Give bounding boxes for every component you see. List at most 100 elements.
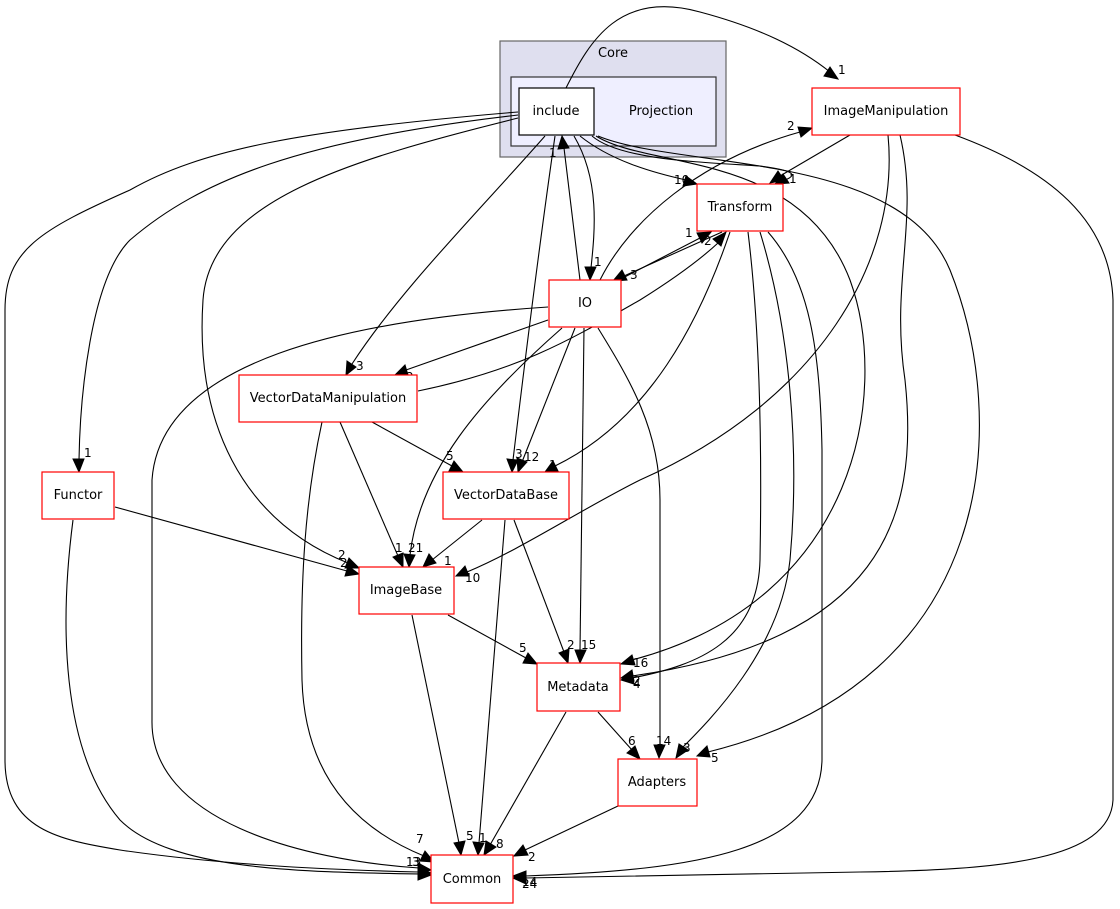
edge-label: 3 bbox=[412, 855, 420, 869]
edge-vectordatamanipulation-common bbox=[301, 421, 425, 857]
arrowhead bbox=[695, 745, 711, 758]
node-metadata[interactable]: Metadata bbox=[536, 662, 621, 712]
arrowhead bbox=[626, 745, 641, 760]
edge-include-transform bbox=[579, 135, 687, 181]
node-metadata-label[interactable]: Metadata bbox=[547, 680, 609, 695]
arrowhead bbox=[558, 648, 570, 665]
edge-imagebase-common bbox=[411, 614, 460, 844]
edge-label: 3 bbox=[630, 268, 638, 282]
node-io[interactable]: IO bbox=[548, 279, 622, 328]
edge-functor-imagebase bbox=[114, 506, 348, 572]
arrowhead bbox=[675, 743, 689, 760]
edge-imagemanipulation-common bbox=[524, 134, 1114, 879]
edge-label: 1 bbox=[479, 831, 487, 845]
edge-include-adapters bbox=[597, 135, 980, 753]
node-imagemanipulation[interactable]: ImageManipulation bbox=[811, 87, 961, 136]
arrowhead bbox=[768, 170, 785, 184]
edge-label: 16 bbox=[633, 656, 648, 670]
edge-label: 3 bbox=[683, 741, 691, 755]
arrowhead bbox=[653, 744, 666, 760]
edge-io-vectordatamanipulation bbox=[405, 319, 549, 371]
node-imagebase-label[interactable]: ImageBase bbox=[370, 583, 442, 598]
edge-label: 2 bbox=[338, 548, 346, 562]
edge-transform-common bbox=[524, 231, 823, 877]
arrowhead bbox=[344, 565, 361, 577]
edge-label: 14 bbox=[656, 734, 671, 748]
arrowhead bbox=[516, 457, 528, 474]
cluster-projection-label[interactable]: Projection bbox=[629, 104, 693, 119]
edge-io-include bbox=[563, 147, 581, 281]
edge-io-imagebase bbox=[409, 327, 563, 556]
edge-include-imagebase bbox=[201, 117, 519, 564]
node-vectordatabase-label[interactable]: VectorDataBase bbox=[454, 488, 558, 503]
edge-label: 5 bbox=[466, 829, 474, 843]
node-common-label[interactable]: Common bbox=[443, 872, 502, 887]
edge-label: 7 bbox=[416, 832, 424, 846]
edge-transform-io bbox=[623, 231, 723, 277]
edge-include-functor bbox=[78, 114, 519, 461]
arrowhead bbox=[619, 672, 635, 685]
edge-label: 4 bbox=[633, 677, 641, 691]
edge-include-transform-2 bbox=[591, 135, 793, 181]
edge-vectordatamanipulation-imagebase bbox=[339, 421, 399, 557]
edge-label: 10 bbox=[465, 571, 480, 585]
edge-label: 2 bbox=[787, 119, 795, 133]
node-adapters-label[interactable]: Adapters bbox=[628, 775, 687, 790]
arrowhead bbox=[682, 175, 699, 187]
edge-label: 5 bbox=[711, 751, 719, 765]
arrowhead bbox=[797, 126, 814, 138]
edge-vectordatabase-common bbox=[478, 519, 506, 844]
edge-include-common bbox=[4, 111, 519, 873]
arrowhead bbox=[422, 553, 437, 568]
node-common[interactable]: Common bbox=[430, 854, 514, 904]
nodes-layer: include ImageManipulation Transform IO V… bbox=[41, 87, 961, 904]
edges-layer: 1 10 1 1 1 3 1 3 2 1 bbox=[4, 6, 1114, 891]
edge-label: 2 bbox=[567, 638, 575, 652]
node-transform-label[interactable]: Transform bbox=[707, 200, 773, 215]
node-functor[interactable]: Functor bbox=[41, 471, 115, 520]
edge-label: 1 bbox=[395, 541, 403, 555]
edge-include-imagemanipulation bbox=[565, 6, 831, 89]
arrowhead bbox=[453, 840, 466, 857]
node-vectordatamanipulation-label[interactable]: VectorDataManipulation bbox=[250, 391, 406, 406]
edge-io-transform bbox=[614, 237, 701, 283]
edge-include-vectordatabase bbox=[512, 135, 556, 461]
cluster-core-label: Core bbox=[598, 46, 628, 61]
arrowhead bbox=[512, 844, 529, 857]
edge-label: 2 bbox=[528, 850, 536, 864]
edge-label: 2 bbox=[633, 674, 641, 688]
edge-label: 10 bbox=[674, 173, 689, 187]
edge-vectordatabase-imagebase bbox=[431, 519, 483, 561]
edge-label: 21 bbox=[408, 541, 423, 555]
node-adapters[interactable]: Adapters bbox=[617, 758, 698, 807]
node-include[interactable]: include bbox=[518, 87, 595, 136]
arrowhead bbox=[403, 553, 416, 569]
node-transform[interactable]: Transform bbox=[696, 183, 784, 232]
edge-io-vectordatabase bbox=[521, 327, 576, 463]
edge-include-vectordatamanipulation bbox=[351, 135, 546, 365]
edge-label: 3 bbox=[515, 447, 523, 461]
node-imagemanipulation-label[interactable]: ImageManipulation bbox=[824, 104, 949, 119]
arrowhead bbox=[483, 840, 497, 857]
node-io-label[interactable]: IO bbox=[578, 296, 592, 311]
edge-metadata-common bbox=[489, 711, 567, 846]
node-functor-label[interactable]: Functor bbox=[54, 488, 103, 503]
edge-imagemanipulation-metadata bbox=[631, 134, 909, 677]
edge-label: 5 bbox=[519, 641, 527, 655]
edge-label: 1 bbox=[444, 554, 452, 568]
arrowhead bbox=[392, 552, 404, 569]
edge-label: 8 bbox=[496, 837, 504, 851]
edge-metadata-adapters bbox=[597, 711, 633, 751]
edge-vectordatamanipulation-vectordatabase bbox=[371, 421, 453, 467]
arrowhead bbox=[823, 66, 840, 80]
node-vectordatamanipulation[interactable]: VectorDataManipulation bbox=[238, 374, 418, 423]
edge-vectordatabase-metadata bbox=[513, 519, 565, 653]
arrowhead bbox=[472, 841, 485, 857]
edge-label: 1 bbox=[549, 458, 557, 472]
edge-label: 5 bbox=[446, 449, 454, 463]
edge-label: 12 bbox=[524, 450, 539, 464]
node-include-label[interactable]: include bbox=[532, 104, 579, 119]
arrowhead bbox=[454, 565, 470, 577]
node-imagebase[interactable]: ImageBase bbox=[358, 566, 455, 615]
node-vectordatabase[interactable]: VectorDataBase bbox=[442, 471, 570, 520]
